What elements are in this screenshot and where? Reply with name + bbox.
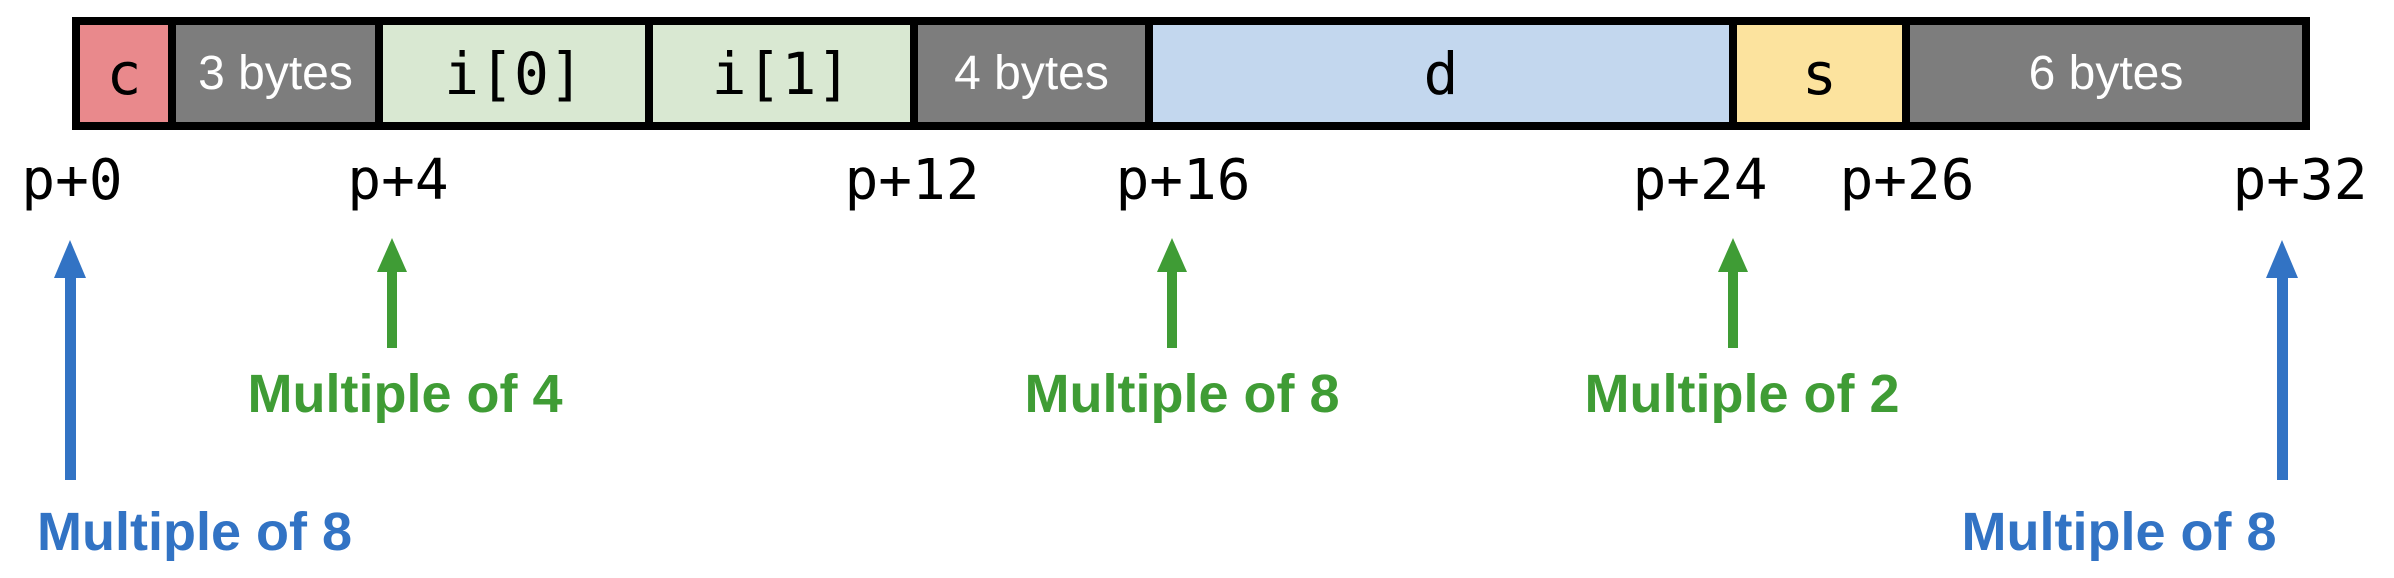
up-arrow-icon-p16 xyxy=(1157,238,1187,348)
offset-label-p32: p+32 xyxy=(2232,148,2368,213)
segment-padding-6-bytes: 6 bytes xyxy=(1902,25,2302,122)
arrow-stem xyxy=(387,272,397,348)
arrow-stem xyxy=(2276,278,2288,480)
segment-field-s: s xyxy=(1729,25,1902,122)
segment-label: i[0] xyxy=(444,39,584,108)
segment-label: d xyxy=(1423,39,1459,108)
segment-label: s xyxy=(1802,39,1837,108)
arrowhead-icon xyxy=(377,238,407,272)
segment-label: 6 bytes xyxy=(2028,46,2184,100)
arrowhead-icon xyxy=(2266,240,2298,278)
alignment-note-p16: Multiple of 8 xyxy=(1024,364,1340,424)
segment-label: 4 bytes xyxy=(954,46,1109,100)
up-arrow-icon-p0 xyxy=(54,240,86,480)
segment-field-i0: i[0] xyxy=(375,25,645,122)
segment-padding-3-bytes: 3 bytes xyxy=(168,25,375,122)
arrowhead-icon xyxy=(1157,238,1187,272)
offset-label-p4: p+4 xyxy=(347,148,449,213)
offset-label-p0: p+0 xyxy=(21,148,123,213)
segment-label: i[1] xyxy=(711,39,852,108)
offset-label-p16: p+16 xyxy=(1115,148,1251,213)
up-arrow-icon-p4 xyxy=(377,238,407,348)
segment-padding-4-bytes: 4 bytes xyxy=(910,25,1145,122)
segment-field-i1: i[1] xyxy=(645,25,910,122)
segment-field-c: c xyxy=(80,25,168,122)
offset-label-p24: p+24 xyxy=(1632,148,1768,213)
alignment-note-p4: Multiple of 4 xyxy=(247,364,563,424)
arrowhead-icon xyxy=(1718,238,1748,272)
segment-field-d: d xyxy=(1145,25,1729,122)
struct-memory-bar: c 3 bytes i[0] i[1] 4 bytes d s 6 bytes xyxy=(72,17,2310,130)
arrow-stem xyxy=(64,278,76,480)
segment-label: c xyxy=(106,39,142,108)
alignment-note-p32: Multiple of 8 xyxy=(1961,502,2277,562)
offset-label-p12: p+12 xyxy=(844,148,980,213)
arrowhead-icon xyxy=(54,240,86,278)
segment-label: 3 bytes xyxy=(198,46,353,100)
up-arrow-icon-p32 xyxy=(2266,240,2298,480)
offset-label-p26: p+26 xyxy=(1839,148,1975,213)
alignment-note-p24: Multiple of 2 xyxy=(1584,364,1900,424)
up-arrow-icon-p24 xyxy=(1718,238,1748,348)
arrow-stem xyxy=(1167,272,1177,348)
arrow-stem xyxy=(1728,272,1738,348)
alignment-note-p0: Multiple of 8 xyxy=(37,502,352,562)
